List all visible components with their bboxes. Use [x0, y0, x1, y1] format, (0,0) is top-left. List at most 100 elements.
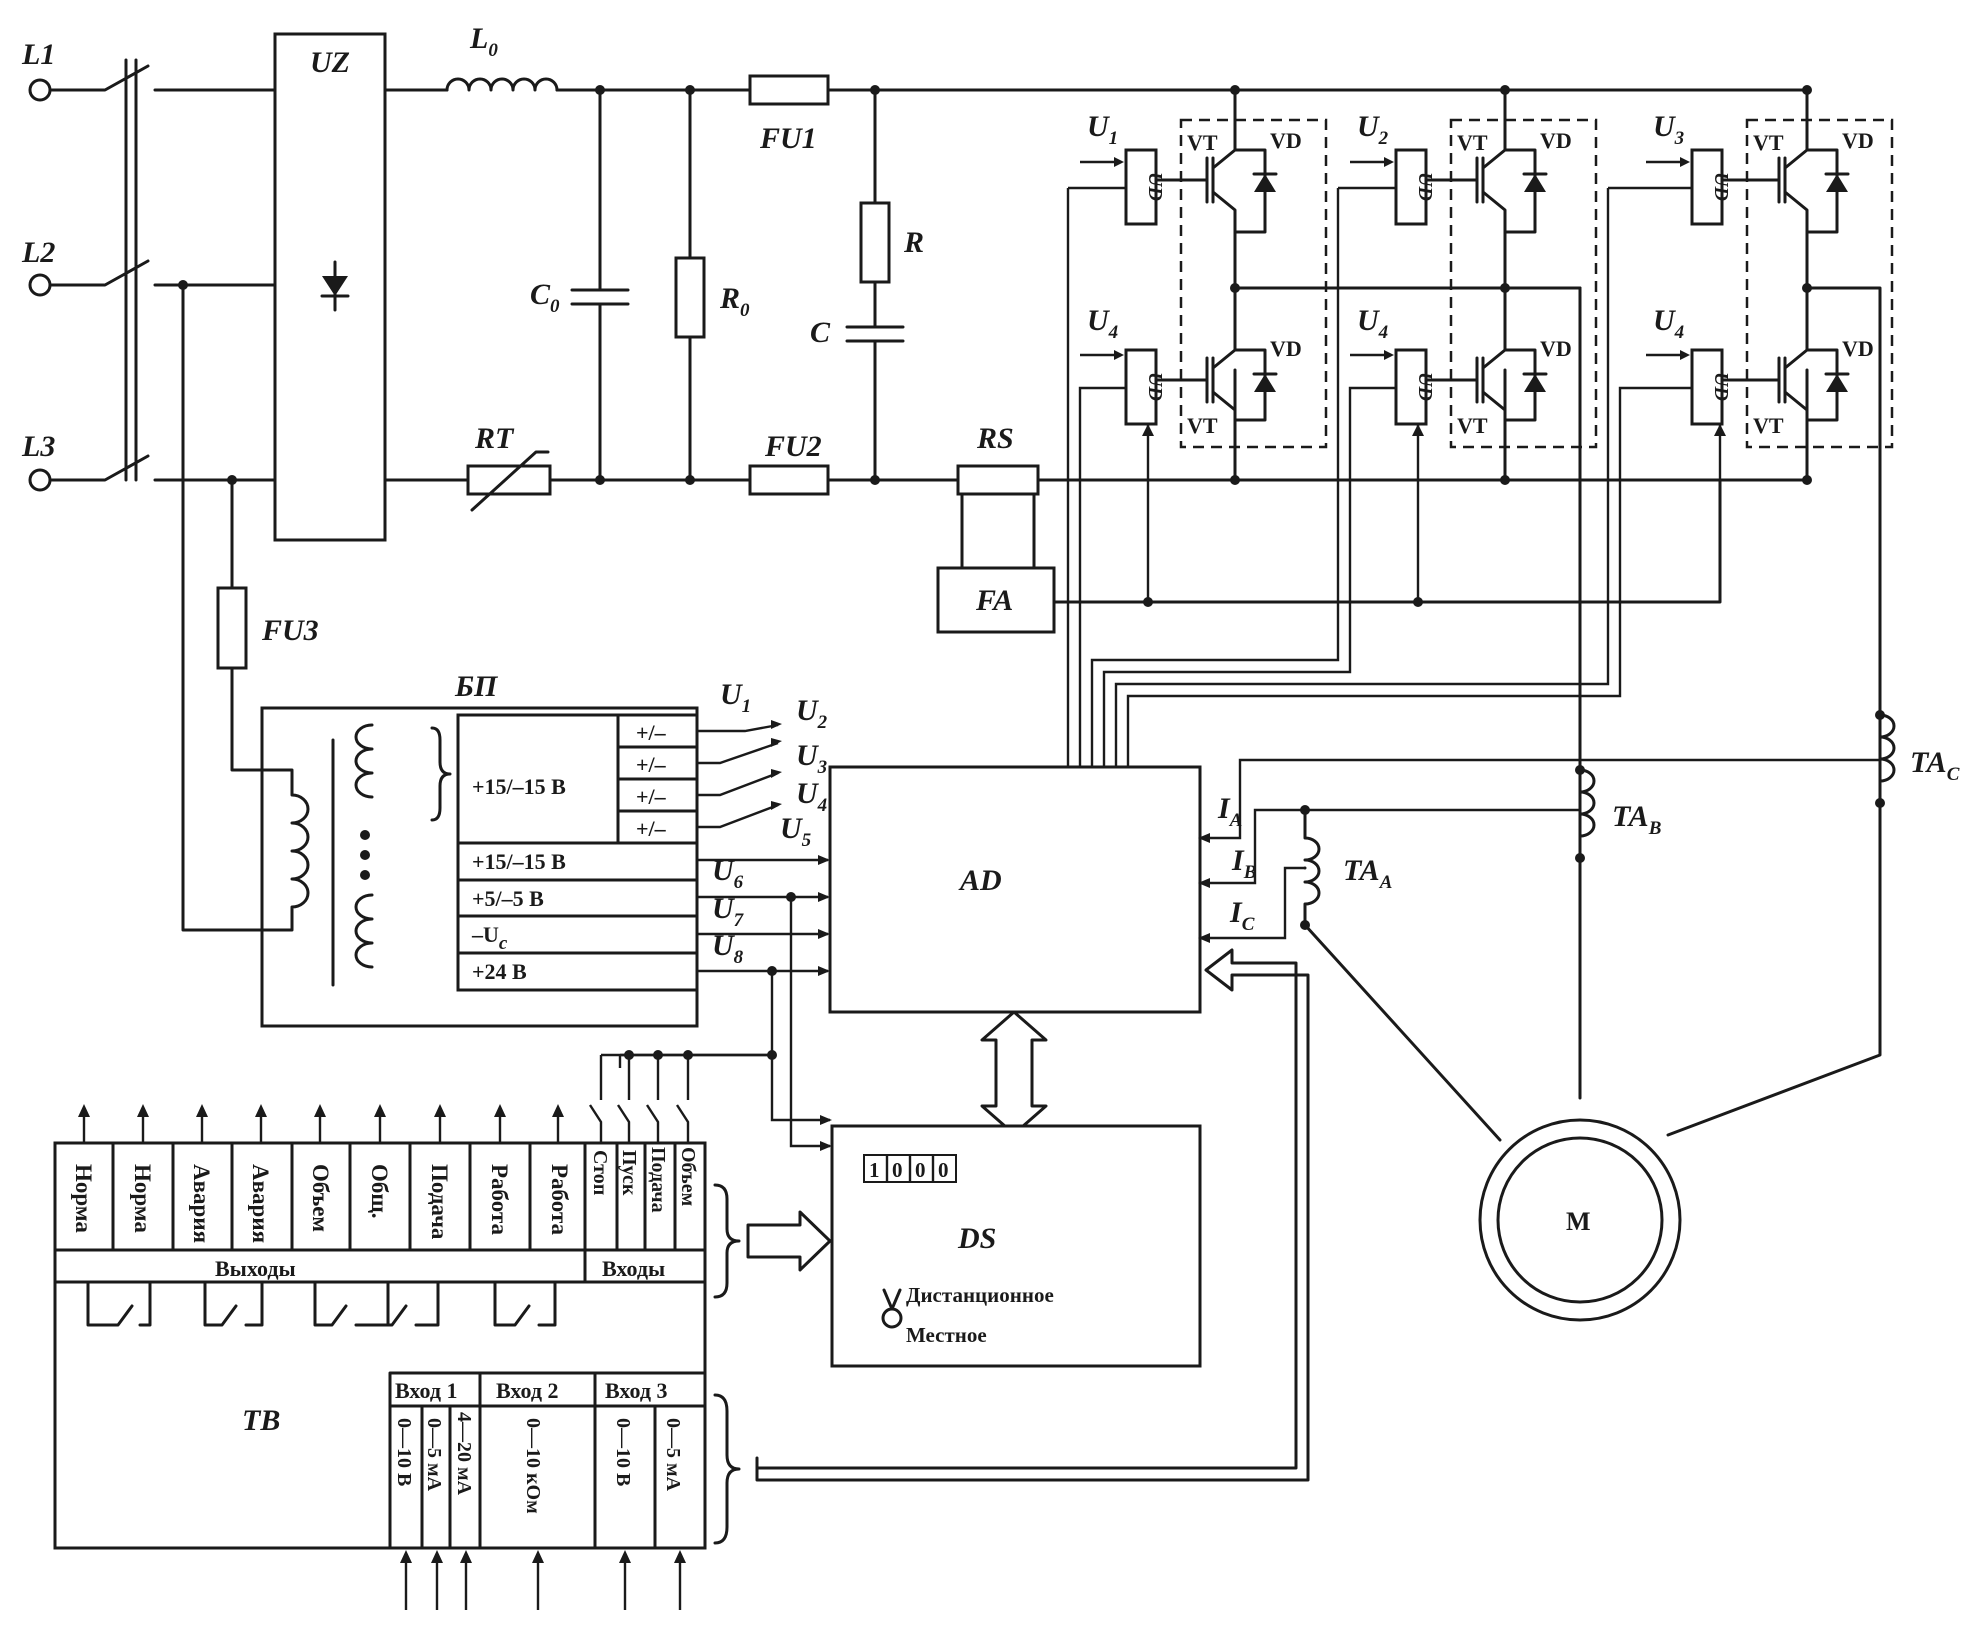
bp-polarity-3: +/–: [636, 784, 667, 809]
ud-b-upper: UD: [1414, 172, 1436, 201]
tb-range-5: 0—10 В: [612, 1418, 634, 1486]
tb-output-1: Норма: [71, 1164, 96, 1233]
tb-analog-2: Вход 2: [496, 1378, 559, 1403]
tb-inputs-title: Входы: [602, 1256, 665, 1281]
label-c: C: [810, 316, 831, 349]
bp-row-15: +15/–15 В: [472, 849, 566, 874]
tb-input-volume: Объем: [677, 1147, 699, 1206]
digit-2: 0: [892, 1158, 903, 1182]
ud-b-lower: UD: [1414, 372, 1436, 401]
mode-local: Местное: [906, 1323, 987, 1347]
label-motor: M: [1566, 1207, 1591, 1236]
label-rt: RT: [474, 422, 515, 455]
label-c0: C0: [530, 278, 560, 317]
tb-range-1: 0—10 В: [393, 1418, 415, 1486]
bp-out-u5: U5: [780, 812, 812, 851]
gate-u3: U3: [1653, 110, 1684, 149]
tb-analog-1: Вход 1: [395, 1378, 458, 1403]
vd-c-upper: VD: [1842, 128, 1874, 153]
gate-u4-a: U4: [1087, 304, 1118, 343]
tb-output-9: Работа: [547, 1164, 572, 1236]
bp-out-u1: U1: [720, 678, 751, 717]
bp-polarity-1: +/–: [636, 720, 667, 745]
bp-out-u8: U8: [712, 929, 744, 968]
tb-output-6: Общ.: [367, 1164, 392, 1219]
vd-b-lower: VD: [1540, 336, 1572, 361]
label-fu3: FU3: [261, 614, 319, 647]
label-r: R: [903, 226, 924, 259]
vd-a-lower: VD: [1270, 336, 1302, 361]
label-ad: AD: [958, 864, 1002, 897]
current-transformers: TAA TAB TAC: [1300, 710, 1960, 1142]
ud-c-lower: UD: [1710, 372, 1732, 401]
inverter-leg-b: UD UD U2 U4 VT VD VT VD: [1338, 85, 1598, 485]
tb-output-3: Авария: [189, 1164, 214, 1243]
label-tb: TB: [242, 1404, 280, 1437]
label-r0: R0: [719, 282, 750, 321]
bp-out-u7: U7: [712, 892, 745, 931]
tb-outputs-title: Выходы: [215, 1256, 296, 1281]
tb-range-6: 0—5 мА: [662, 1418, 684, 1492]
controller-ad: AD IA IB IC: [828, 758, 1880, 1136]
gate-u4-c: U4: [1653, 304, 1684, 343]
digit-4: 0: [938, 1158, 949, 1182]
label-bp: БП: [454, 670, 499, 703]
tb-range-3: 4—20 мА: [453, 1412, 475, 1496]
bp-out-u4: U4: [796, 777, 827, 816]
terminal-block-tb: Выходы Входы Норма Норма Авария Авария О…: [53, 948, 1310, 1610]
ad-in-ic: IC: [1229, 896, 1255, 935]
ta-a: TAA: [1343, 854, 1392, 893]
label-uz: UZ: [310, 46, 350, 79]
tb-output-7: Подача: [427, 1164, 452, 1240]
label-fu2: FU2: [764, 430, 822, 463]
rectifier-uz: UZ: [273, 32, 387, 542]
bp-out-u6: U6: [712, 854, 744, 893]
bp-out-u2: U2: [796, 694, 828, 733]
ud-c-upper: UD: [1710, 172, 1732, 201]
vt-c-lower: VT: [1753, 413, 1784, 438]
mode-remote: Дистанционное: [906, 1283, 1054, 1307]
inverter-leg-c: UD UD U3 U4 VT VD VT VD: [1608, 85, 1894, 1137]
ud-a-lower: UD: [1144, 372, 1166, 401]
bp-out-u3: U3: [796, 739, 827, 778]
ta-b: TAB: [1612, 800, 1661, 839]
vd-a-upper: VD: [1270, 128, 1302, 153]
tb-output-4: Авария: [248, 1164, 273, 1243]
power-supply-bp: БП +15/–15 В +/– +/– +/– +/– +15/–15 В +…: [260, 670, 699, 1028]
vd-c-lower: VD: [1842, 336, 1874, 361]
tb-range-4: 0—10 кОм: [522, 1418, 544, 1514]
ud-a-upper: UD: [1144, 172, 1166, 201]
vd-b-upper: VD: [1540, 128, 1572, 153]
label-l3: L3: [21, 430, 55, 463]
bp-row-uc: –Uc: [471, 922, 508, 954]
ad-in-ib: IB: [1231, 844, 1256, 883]
bp-outputs: U1 U2 U3 U4 U5 U6 U7 U8: [618, 678, 832, 1151]
mains-input: L1 L2 L3: [21, 38, 277, 492]
tb-output-5: Объем: [308, 1164, 333, 1232]
label-l0: L0: [469, 22, 498, 61]
display-ds: DS 1 0 0 0 Дистанционное Местное: [830, 1124, 1202, 1368]
label-ds: DS: [957, 1222, 996, 1255]
label-l2: L2: [21, 236, 55, 269]
bp-row-24: +24 В: [472, 959, 527, 984]
inverter-leg-a: UD UD U1 U4 VT VD VT VD: [1068, 85, 1582, 1100]
vt-b-lower: VT: [1457, 413, 1488, 438]
vt-a-lower: VT: [1187, 413, 1218, 438]
tb-output-2: Норма: [130, 1164, 155, 1233]
gate-wiring: [1066, 188, 1726, 767]
label-fa: FA: [975, 584, 1013, 617]
dc-link: L0 FU1 RT FU2 C0 R0 R C RS FA: [383, 22, 1809, 634]
bp-feed: FU3: [181, 283, 319, 932]
tb-analog-3: Вход 3: [605, 1378, 668, 1403]
gate-u4-b: U4: [1357, 304, 1388, 343]
bp-group-voltage: +15/–15 В: [472, 774, 566, 799]
digit-1: 1: [869, 1158, 880, 1182]
bp-polarity-2: +/–: [636, 752, 667, 777]
ta-c: TAC: [1910, 746, 1960, 785]
tb-input-stop: Стоп: [589, 1150, 611, 1195]
bp-polarity-4: +/–: [636, 816, 667, 841]
motor: M: [1478, 1118, 1682, 1322]
tb-output-8: Работа: [487, 1164, 512, 1236]
vt-c-upper: VT: [1753, 130, 1784, 155]
